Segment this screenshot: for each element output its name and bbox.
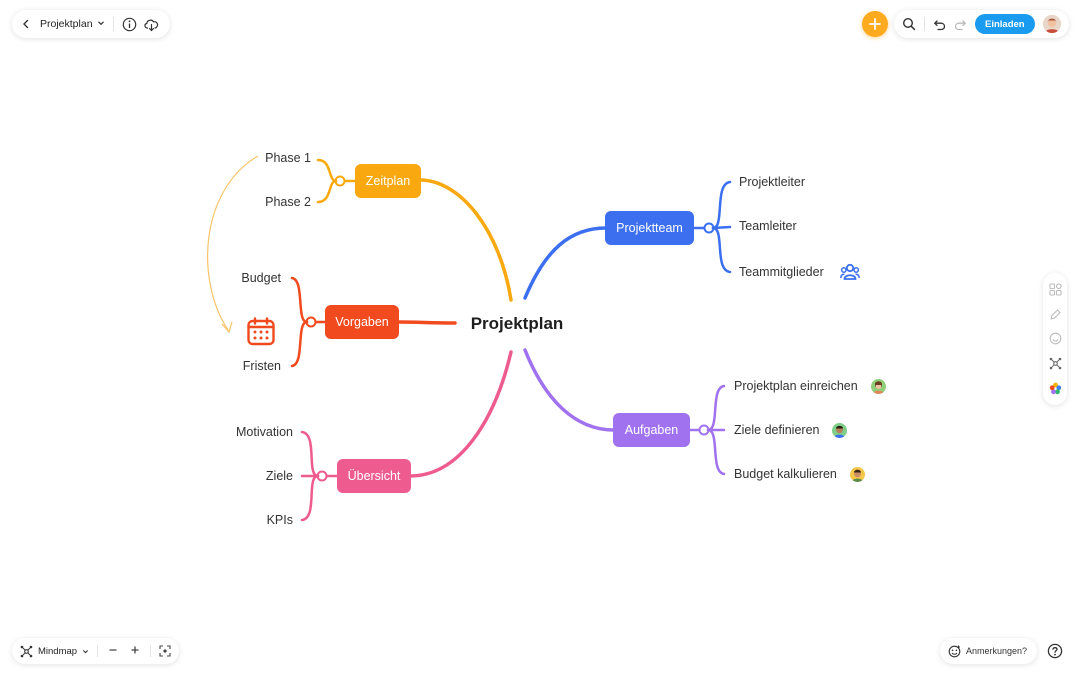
view-mode-dropdown[interactable]: Mindmap — [20, 645, 89, 658]
document-toolbar: Projektplan — [12, 10, 170, 38]
leaf-teamleiter[interactable]: Teamleiter — [739, 219, 797, 233]
zoom-out-button[interactable] — [106, 644, 120, 658]
color-palette-icon[interactable] — [1049, 382, 1062, 395]
leaf-ziele[interactable]: Ziele — [265, 469, 293, 483]
info-icon[interactable] — [122, 17, 137, 32]
assignee-avatar — [832, 423, 847, 438]
side-toolbar — [1043, 273, 1067, 405]
feedback-icon — [948, 645, 961, 657]
calendar-icon[interactable] — [246, 317, 276, 347]
document-title: Projektplan — [40, 18, 93, 30]
fit-to-screen-icon[interactable] — [159, 645, 171, 657]
document-title-dropdown[interactable]: Projektplan — [40, 18, 105, 30]
chevron-down-icon — [83, 649, 89, 653]
actions-toolbar: Einladen — [894, 10, 1069, 38]
comments-label: Anmerkungen? — [966, 646, 1028, 656]
view-mode-label: Mindmap — [38, 645, 78, 657]
leaf-phase-2[interactable]: Phase 2 — [265, 195, 311, 209]
leaf-kpis[interactable]: KPIs — [266, 513, 293, 527]
divider — [150, 645, 152, 657]
node-uebersicht[interactable]: Übersicht — [337, 459, 411, 493]
back-icon[interactable] — [18, 16, 34, 32]
leaf-budget-kalkulieren[interactable]: Budget kalkulieren — [734, 467, 837, 481]
leaf-teammitglieder[interactable]: Teammitglieder — [739, 265, 824, 279]
leaf-ziele-definieren[interactable]: Ziele definieren — [734, 423, 820, 437]
undo-icon[interactable] — [933, 18, 946, 31]
add-button[interactable] — [862, 11, 888, 37]
chevron-down-icon — [97, 18, 105, 30]
comments-button[interactable]: Anmerkungen? — [940, 638, 1038, 664]
node-zeitplan[interactable]: Zeitplan — [355, 164, 421, 198]
assignee-avatar — [871, 379, 886, 394]
help-icon — [1047, 643, 1063, 659]
divider — [924, 17, 925, 31]
leaf-fristen[interactable]: Fristen — [242, 359, 281, 373]
leaf-projektplan-einreichen[interactable]: Projektplan einreichen — [734, 379, 858, 393]
node-vorgaben[interactable]: Vorgaben — [325, 305, 399, 339]
help-button[interactable] — [1044, 640, 1066, 662]
search-icon[interactable] — [902, 17, 916, 31]
user-avatar[interactable] — [1042, 15, 1061, 33]
zoom-in-button[interactable] — [128, 644, 142, 658]
divider — [112, 17, 114, 31]
cloud-download-icon[interactable] — [143, 17, 160, 32]
mindmap-icon — [20, 645, 33, 657]
pen-icon[interactable] — [1049, 308, 1062, 321]
leaf-motivation[interactable]: Motivation — [236, 425, 293, 439]
leaf-projektleiter[interactable]: Projektleiter — [739, 175, 805, 189]
team-icon — [840, 263, 860, 281]
divider — [97, 645, 99, 657]
assignee-avatar — [850, 467, 865, 482]
node-projektteam[interactable]: Projektteam — [605, 211, 694, 245]
mindmap-structure-icon[interactable] — [1049, 357, 1062, 370]
node-aufgaben[interactable]: Aufgaben — [613, 413, 690, 447]
invite-button[interactable]: Einladen — [975, 14, 1035, 34]
plus-icon — [869, 18, 881, 30]
leaf-budget[interactable]: Budget — [241, 271, 281, 285]
plus-icon — [131, 646, 139, 654]
node-center[interactable]: Projektplan — [470, 314, 564, 333]
minus-icon — [109, 649, 117, 651]
elements-icon[interactable] — [1048, 283, 1062, 296]
emoji-icon[interactable] — [1049, 332, 1062, 345]
redo-icon[interactable] — [954, 18, 967, 31]
view-toolbar: Mindmap — [12, 638, 180, 664]
leaf-phase-1[interactable]: Phase 1 — [265, 151, 311, 165]
